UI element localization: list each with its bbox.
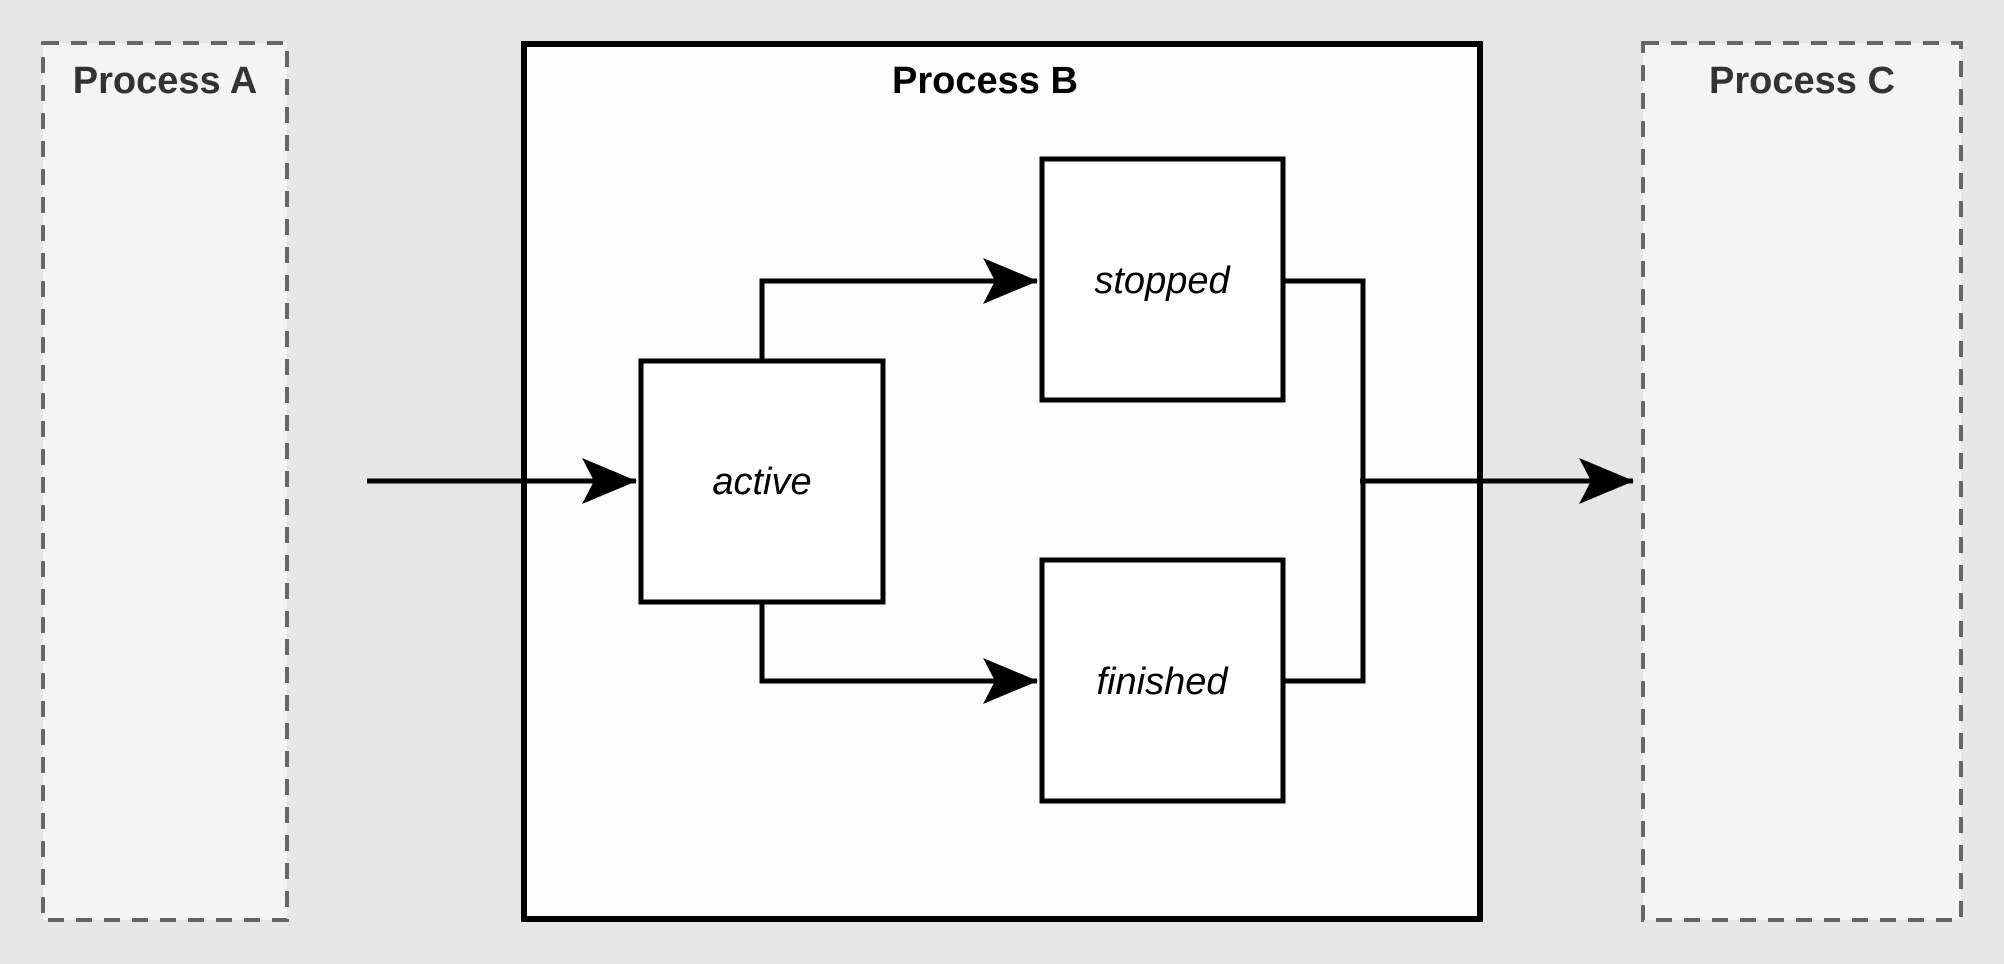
state-stopped-rect [1039, 156, 1286, 403]
lane-process-c-rect [1641, 41, 1963, 922]
group-process-b-label: Process B [892, 60, 1078, 102]
edge-active-to-finished [759, 602, 1039, 704]
edge-active-to-stopped [759, 258, 1039, 361]
state-finished-rect [1039, 557, 1286, 804]
state-active-rect [638, 358, 886, 605]
lane-process-c-label: Process C [1709, 60, 1895, 102]
edge-finished-to-merge [1283, 481, 1366, 684]
state-active-label: active [712, 461, 811, 503]
state-active[interactable]: active [638, 358, 886, 605]
lane-process-a-label: Process A [73, 60, 257, 102]
edge-stopped-to-merge [1283, 278, 1366, 481]
state-finished[interactable]: finished [1039, 557, 1286, 804]
lane-process-a-rect [41, 41, 289, 922]
state-stopped-label: stopped [1094, 260, 1231, 302]
lane-process-a[interactable]: Process A [41, 41, 289, 922]
state-stopped[interactable]: stopped [1039, 156, 1286, 403]
state-finished-label: finished [1097, 661, 1230, 703]
lane-process-c[interactable]: Process C [1641, 41, 1963, 922]
